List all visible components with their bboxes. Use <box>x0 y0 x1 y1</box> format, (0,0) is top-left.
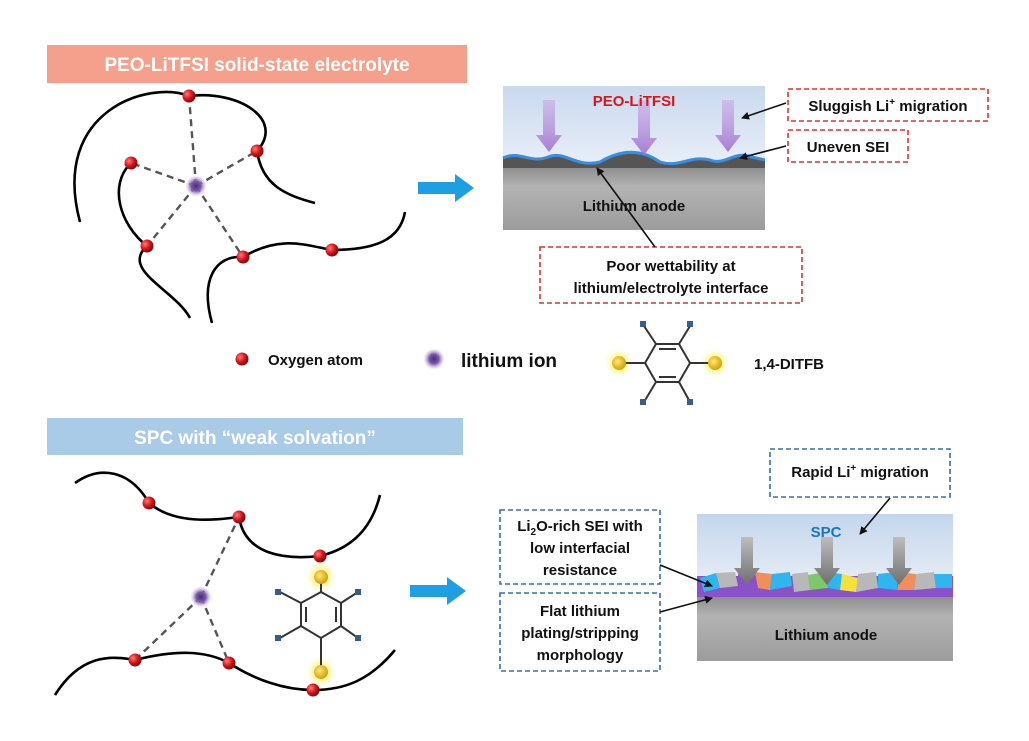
bottom-banner <box>47 418 463 455</box>
migration-arrow-icon <box>715 100 741 152</box>
oxygen-atom <box>182 89 196 103</box>
oxygen-atoms <box>124 89 339 264</box>
oxygen-atom <box>306 683 320 697</box>
callout-rapid-migration <box>769 448 951 498</box>
lithium-ion <box>190 586 212 608</box>
legend-oxygen-icon <box>235 352 249 366</box>
pointer-line <box>596 167 656 248</box>
callout-flat-line3: morphology <box>537 647 624 664</box>
oxygen-atom <box>140 239 154 253</box>
pointer-line <box>659 564 713 588</box>
migration-arrow-icon <box>631 100 657 155</box>
top-anode-label: Lithium anode <box>583 198 686 215</box>
bottom-panel: SPC with “weak solvation” <box>47 418 953 697</box>
polymer-chain <box>148 502 240 522</box>
peo-polymer-chains <box>73 90 407 324</box>
callout-li2o-sei <box>499 509 661 585</box>
peo-layer-label: PEO-LiTFSI <box>593 93 676 110</box>
legend-lithium-label: lithium ion <box>461 351 557 372</box>
lithium-anode-block <box>697 597 953 661</box>
ditfb-molecule-icon <box>604 321 730 405</box>
callout-flat-line1: Flat lithium <box>540 603 620 620</box>
peo-interface-schematic: PEO-LiTFSI Lithium anode <box>502 86 766 230</box>
pointer-line <box>659 595 713 613</box>
polymer-chain <box>255 150 316 205</box>
polymer-chain <box>188 93 267 152</box>
polymer-chain <box>312 649 396 692</box>
polymer-chain <box>242 242 333 259</box>
oxygen-atom <box>250 144 264 158</box>
legend-ditfb-label: 1,4-DITFB <box>754 356 824 373</box>
migration-arrow-icon <box>814 537 840 585</box>
oxygen-atom <box>142 496 156 510</box>
callout-li2o-line2: low interfacial <box>530 540 630 557</box>
spc-interface-schematic: SPC Lithium anode <box>697 514 953 661</box>
spc-polymer-chains <box>53 471 396 696</box>
transition-arrow-icon <box>418 174 474 202</box>
callout-poor-wettability <box>539 246 803 304</box>
polymer-chain <box>228 661 314 692</box>
oxygen-atom <box>325 243 339 257</box>
polymer-chain <box>237 516 321 559</box>
pointer-line <box>739 145 787 161</box>
polymer-chain <box>206 255 244 324</box>
callout-flat-plating <box>499 592 661 672</box>
oxygen-atom <box>236 250 250 264</box>
polymer-chain <box>117 162 148 248</box>
uneven-sei-layer <box>503 152 765 168</box>
callout-sluggish-migration <box>787 88 989 122</box>
legend: Oxygen atom lithium ion 1 <box>235 321 824 405</box>
bottom-anode-label: Lithium anode <box>775 627 878 644</box>
coordination-bonds <box>130 95 258 258</box>
top-panel: PEO-LiTFSI solid-state electrolyte <box>47 45 989 324</box>
oxygen-atom <box>222 656 236 670</box>
lithium-ion <box>185 175 207 197</box>
callout-li2o-line3: resistance <box>543 562 617 579</box>
callout-flat-line2: plating/stripping <box>521 625 639 642</box>
callout-uneven-sei-text: Uneven SEI <box>807 139 890 156</box>
polymer-chain <box>74 471 151 504</box>
oxygen-atom <box>232 510 246 524</box>
callout-uneven-sei <box>787 129 909 163</box>
spc-layer-label: SPC <box>811 524 842 541</box>
polymer-chain <box>331 211 407 252</box>
callout-wettability-line1: Poor wettability at <box>606 258 735 275</box>
callout-li2o-line1: Li2O-rich SEI with <box>517 518 643 538</box>
callout-rapid-text: Rapid Li+ migration <box>791 463 929 481</box>
sei-edge <box>502 150 766 166</box>
bottom-banner-title: SPC with “weak solvation” <box>134 428 376 449</box>
ditfb-molecule-icon <box>275 561 361 688</box>
polymer-chain <box>53 656 136 696</box>
oxygen-atom <box>313 549 327 563</box>
top-banner-title: PEO-LiTFSI solid-state electrolyte <box>104 55 409 76</box>
migration-arrow-icon <box>536 100 562 152</box>
polymer-chain <box>134 651 230 665</box>
oxygen-atom <box>124 156 138 170</box>
transition-arrow-icon <box>410 577 466 605</box>
weak-coordination-bonds <box>134 516 241 664</box>
callout-wettability-line2: lithium/electrolyte interface <box>573 280 768 297</box>
polymer-chain <box>73 90 190 223</box>
pointer-line <box>859 497 891 535</box>
migration-arrow-icon <box>886 537 912 585</box>
pointer-line <box>741 102 787 120</box>
polymer-chain <box>138 245 192 319</box>
legend-lithium-icon <box>423 348 445 370</box>
callout-sluggish-text: Sluggish Li+ migration <box>808 97 967 115</box>
migration-arrow-icon <box>734 537 760 585</box>
legend-oxygen-label: Oxygen atom <box>268 352 363 369</box>
oxygen-atoms <box>128 496 327 697</box>
oxygen-atom <box>128 653 142 667</box>
top-banner <box>47 45 467 83</box>
polymer-chain <box>319 494 382 558</box>
